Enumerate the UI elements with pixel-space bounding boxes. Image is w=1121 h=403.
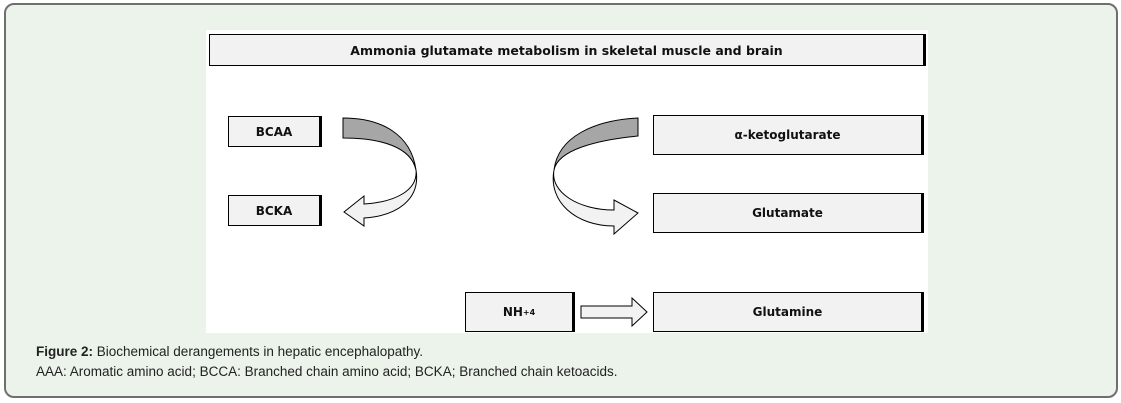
caption-text: Biochemical derangements in hepatic ence… — [93, 344, 423, 359]
caption-label: Figure 2: — [36, 344, 94, 359]
caption-line-1: Figure 2: Biochemical derangements in he… — [36, 342, 618, 362]
figure-caption: Figure 2: Biochemical derangements in he… — [36, 342, 618, 382]
ammonium-label: NH — [502, 305, 523, 319]
arrows-layer — [342, 117, 648, 328]
node-alpha-ketoglutarate: α-ketoglutarate — [653, 115, 924, 155]
ammonium-charge: +4 — [522, 307, 536, 317]
node-glutamate: Glutamate — [653, 193, 924, 233]
node-bcka: BCKA — [228, 195, 322, 226]
node-ammonium: NH+4 — [465, 292, 575, 332]
diagram-title: Ammonia glutamate metabolism in skeletal… — [209, 34, 926, 66]
diagram: Ammonia glutamate metabolism in skeletal… — [206, 30, 928, 333]
straight-arrow-nh4-glutamine — [580, 296, 648, 328]
curved-arrow-akg-bottom — [552, 169, 639, 236]
node-bcaa: BCAA — [228, 116, 322, 147]
node-glutamine: Glutamine — [653, 292, 924, 332]
curved-arrow-akg-top — [553, 117, 639, 171]
curved-arrow-bcaa-bottom — [343, 169, 418, 227]
figure-card: Ammonia glutamate metabolism in skeletal… — [4, 3, 1118, 398]
caption-abbreviations: AAA: Aromatic amino acid; BCCA: Branched… — [36, 364, 618, 379]
curved-arrow-bcaa-top — [342, 117, 417, 171]
